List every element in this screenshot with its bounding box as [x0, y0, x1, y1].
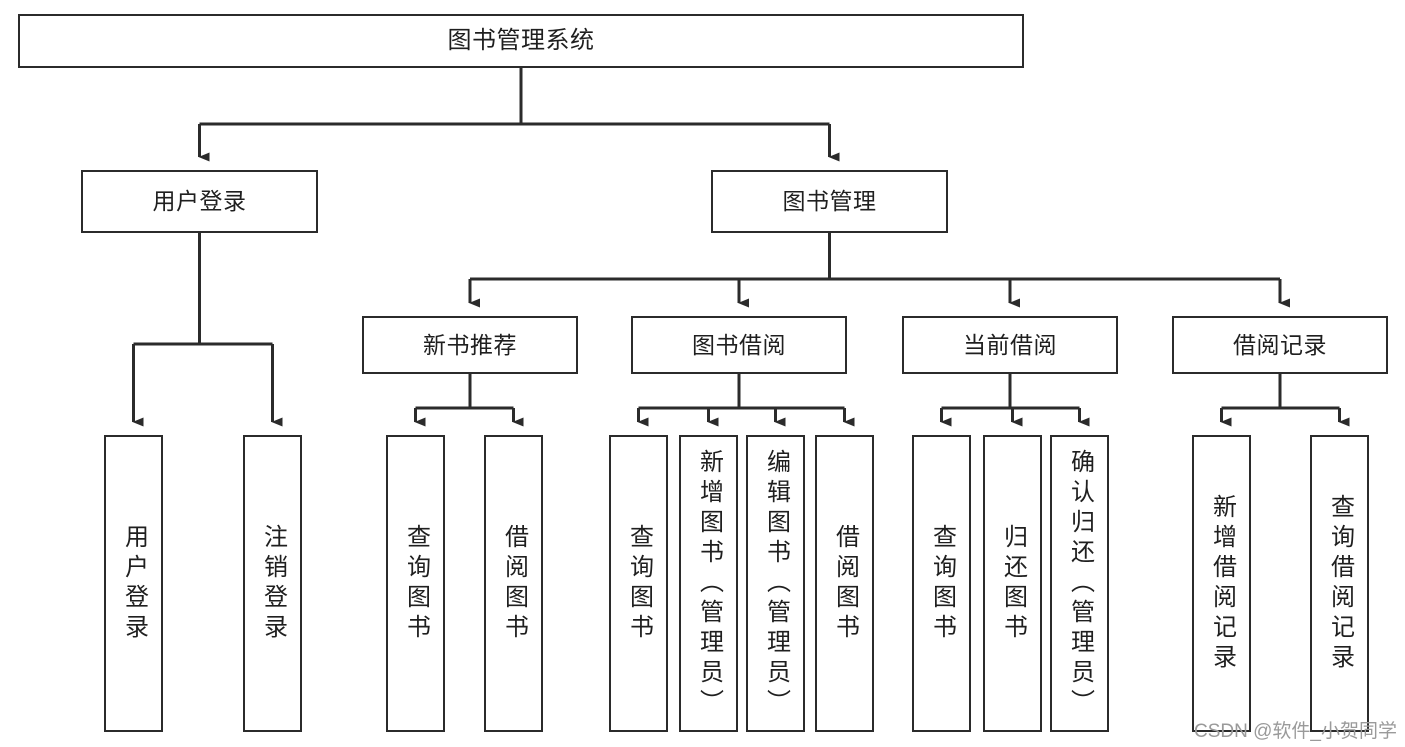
leaf-query-book-recommend[interactable]: 查询图书 [386, 435, 445, 732]
node-label: 新增图书（管理员） [695, 448, 723, 719]
node-label: 用户登录 [120, 523, 148, 644]
node-label: 借阅图书 [500, 523, 528, 644]
node-label: 确认归还（管理员） [1066, 448, 1094, 719]
node-user-login[interactable]: 用户登录 [81, 170, 318, 233]
leaf-user-logout[interactable]: 注销登录 [243, 435, 302, 732]
csdn-watermark: CSDN @软件_小贺同学 [1194, 721, 1397, 742]
node-label: 当前借阅 [963, 331, 1057, 358]
node-new-book-recommend[interactable]: 新书推荐 [362, 316, 578, 374]
node-label: 新书推荐 [423, 331, 517, 358]
leaf-return-book[interactable]: 归还图书 [983, 435, 1042, 732]
node-label: 查询借阅记录 [1326, 493, 1354, 674]
node-label: 图书借阅 [692, 331, 786, 358]
node-label: 借阅图书 [831, 523, 859, 644]
leaf-edit-book-admin[interactable]: 编辑图书（管理员） [746, 435, 805, 732]
node-label: 编辑图书（管理员） [762, 448, 790, 719]
leaf-add-book-admin[interactable]: 新增图书（管理员） [679, 435, 738, 732]
node-label: 注销登录 [259, 523, 287, 644]
leaf-query-borrow-record[interactable]: 查询借阅记录 [1310, 435, 1369, 732]
node-current-borrow[interactable]: 当前借阅 [902, 316, 1118, 374]
node-label: 用户登录 [152, 188, 247, 215]
node-label: 归还图书 [999, 523, 1027, 644]
node-root[interactable]: 图书管理系统 [18, 14, 1024, 68]
node-label: 新增借阅记录 [1208, 493, 1236, 674]
node-label: 图书管理 [782, 188, 877, 215]
leaf-query-book-borrow[interactable]: 查询图书 [609, 435, 668, 732]
leaf-add-borrow-record[interactable]: 新增借阅记录 [1192, 435, 1251, 732]
node-label: 查询图书 [625, 523, 653, 644]
leaf-user-login[interactable]: 用户登录 [104, 435, 163, 732]
node-label: 借阅记录 [1233, 331, 1327, 358]
node-borrow-record[interactable]: 借阅记录 [1172, 316, 1388, 374]
node-label: 查询图书 [928, 523, 956, 644]
node-label: 图书管理系统 [447, 27, 595, 55]
node-label: 查询图书 [402, 523, 430, 644]
node-book-manage[interactable]: 图书管理 [711, 170, 948, 233]
leaf-borrow-book-recommend[interactable]: 借阅图书 [484, 435, 543, 732]
leaf-query-book-current[interactable]: 查询图书 [912, 435, 971, 732]
leaf-confirm-return-admin[interactable]: 确认归还（管理员） [1050, 435, 1109, 732]
leaf-borrow-book[interactable]: 借阅图书 [815, 435, 874, 732]
node-book-borrow[interactable]: 图书借阅 [631, 316, 847, 374]
